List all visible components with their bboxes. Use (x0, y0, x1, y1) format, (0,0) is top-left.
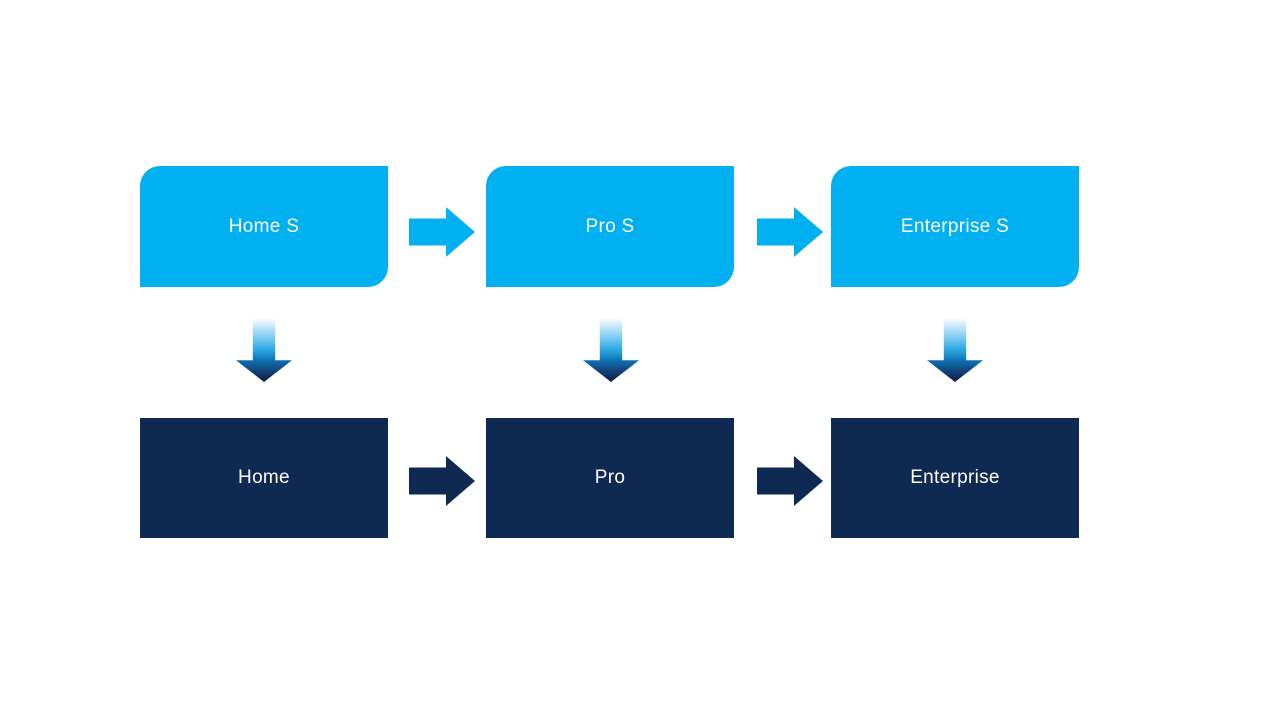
box-home: Home (140, 418, 388, 538)
down-arrow-icon (236, 318, 292, 382)
box-home-s: Home S (140, 166, 388, 287)
box-label: Enterprise (910, 467, 1000, 488)
down-arrow-icon (927, 318, 983, 382)
right-arrow-icon (757, 207, 823, 257)
right-arrow-icon (409, 456, 475, 506)
box-pro: Pro (486, 418, 734, 538)
box-label: Pro (594, 467, 626, 488)
box-label: Home S (228, 215, 300, 237)
right-arrow-icon (757, 456, 823, 506)
box-label: Enterprise S (900, 215, 1010, 237)
box-label: Pro S (585, 215, 635, 237)
down-arrow-icon (583, 318, 639, 382)
box-label: Home (238, 467, 290, 488)
box-enterprise-s: Enterprise S (831, 166, 1079, 287)
box-enterprise: Enterprise (831, 418, 1079, 538)
box-pro-s: Pro S (486, 166, 734, 287)
right-arrow-icon (409, 207, 475, 257)
